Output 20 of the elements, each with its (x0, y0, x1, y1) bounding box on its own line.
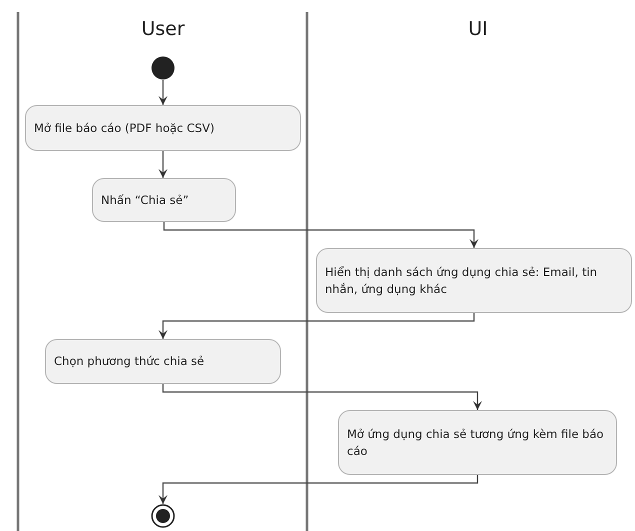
action-text: Chọn phương thức chia sẻ (54, 353, 204, 370)
arrow (158, 151, 168, 178)
arrow (158, 475, 478, 504)
action-box (25, 105, 301, 151)
action-box (45, 339, 281, 384)
action-text: Mở file báo cáo (PDF hoặc CSV) (34, 120, 214, 136)
start-node (151, 56, 175, 80)
action-text: Mở ứng dụng chia sẻ tương ứng kèm file báo cáo (347, 426, 605, 460)
arrow (162, 384, 482, 410)
arrow (163, 222, 478, 248)
action-text: Nhấn “Chia sẻ” (101, 192, 189, 208)
action-box (338, 410, 617, 475)
lane-header: UI (468, 18, 488, 40)
end-node (151, 504, 175, 528)
action-box (92, 178, 236, 222)
action-text: Hiển thị danh sách ứng dụng chia sẻ: Email, tin nhắn, ứng dụng khác (325, 264, 598, 298)
arrow (158, 313, 475, 339)
action-box (316, 248, 632, 313)
arrow (158, 80, 168, 105)
lane-header: User (141, 18, 185, 40)
